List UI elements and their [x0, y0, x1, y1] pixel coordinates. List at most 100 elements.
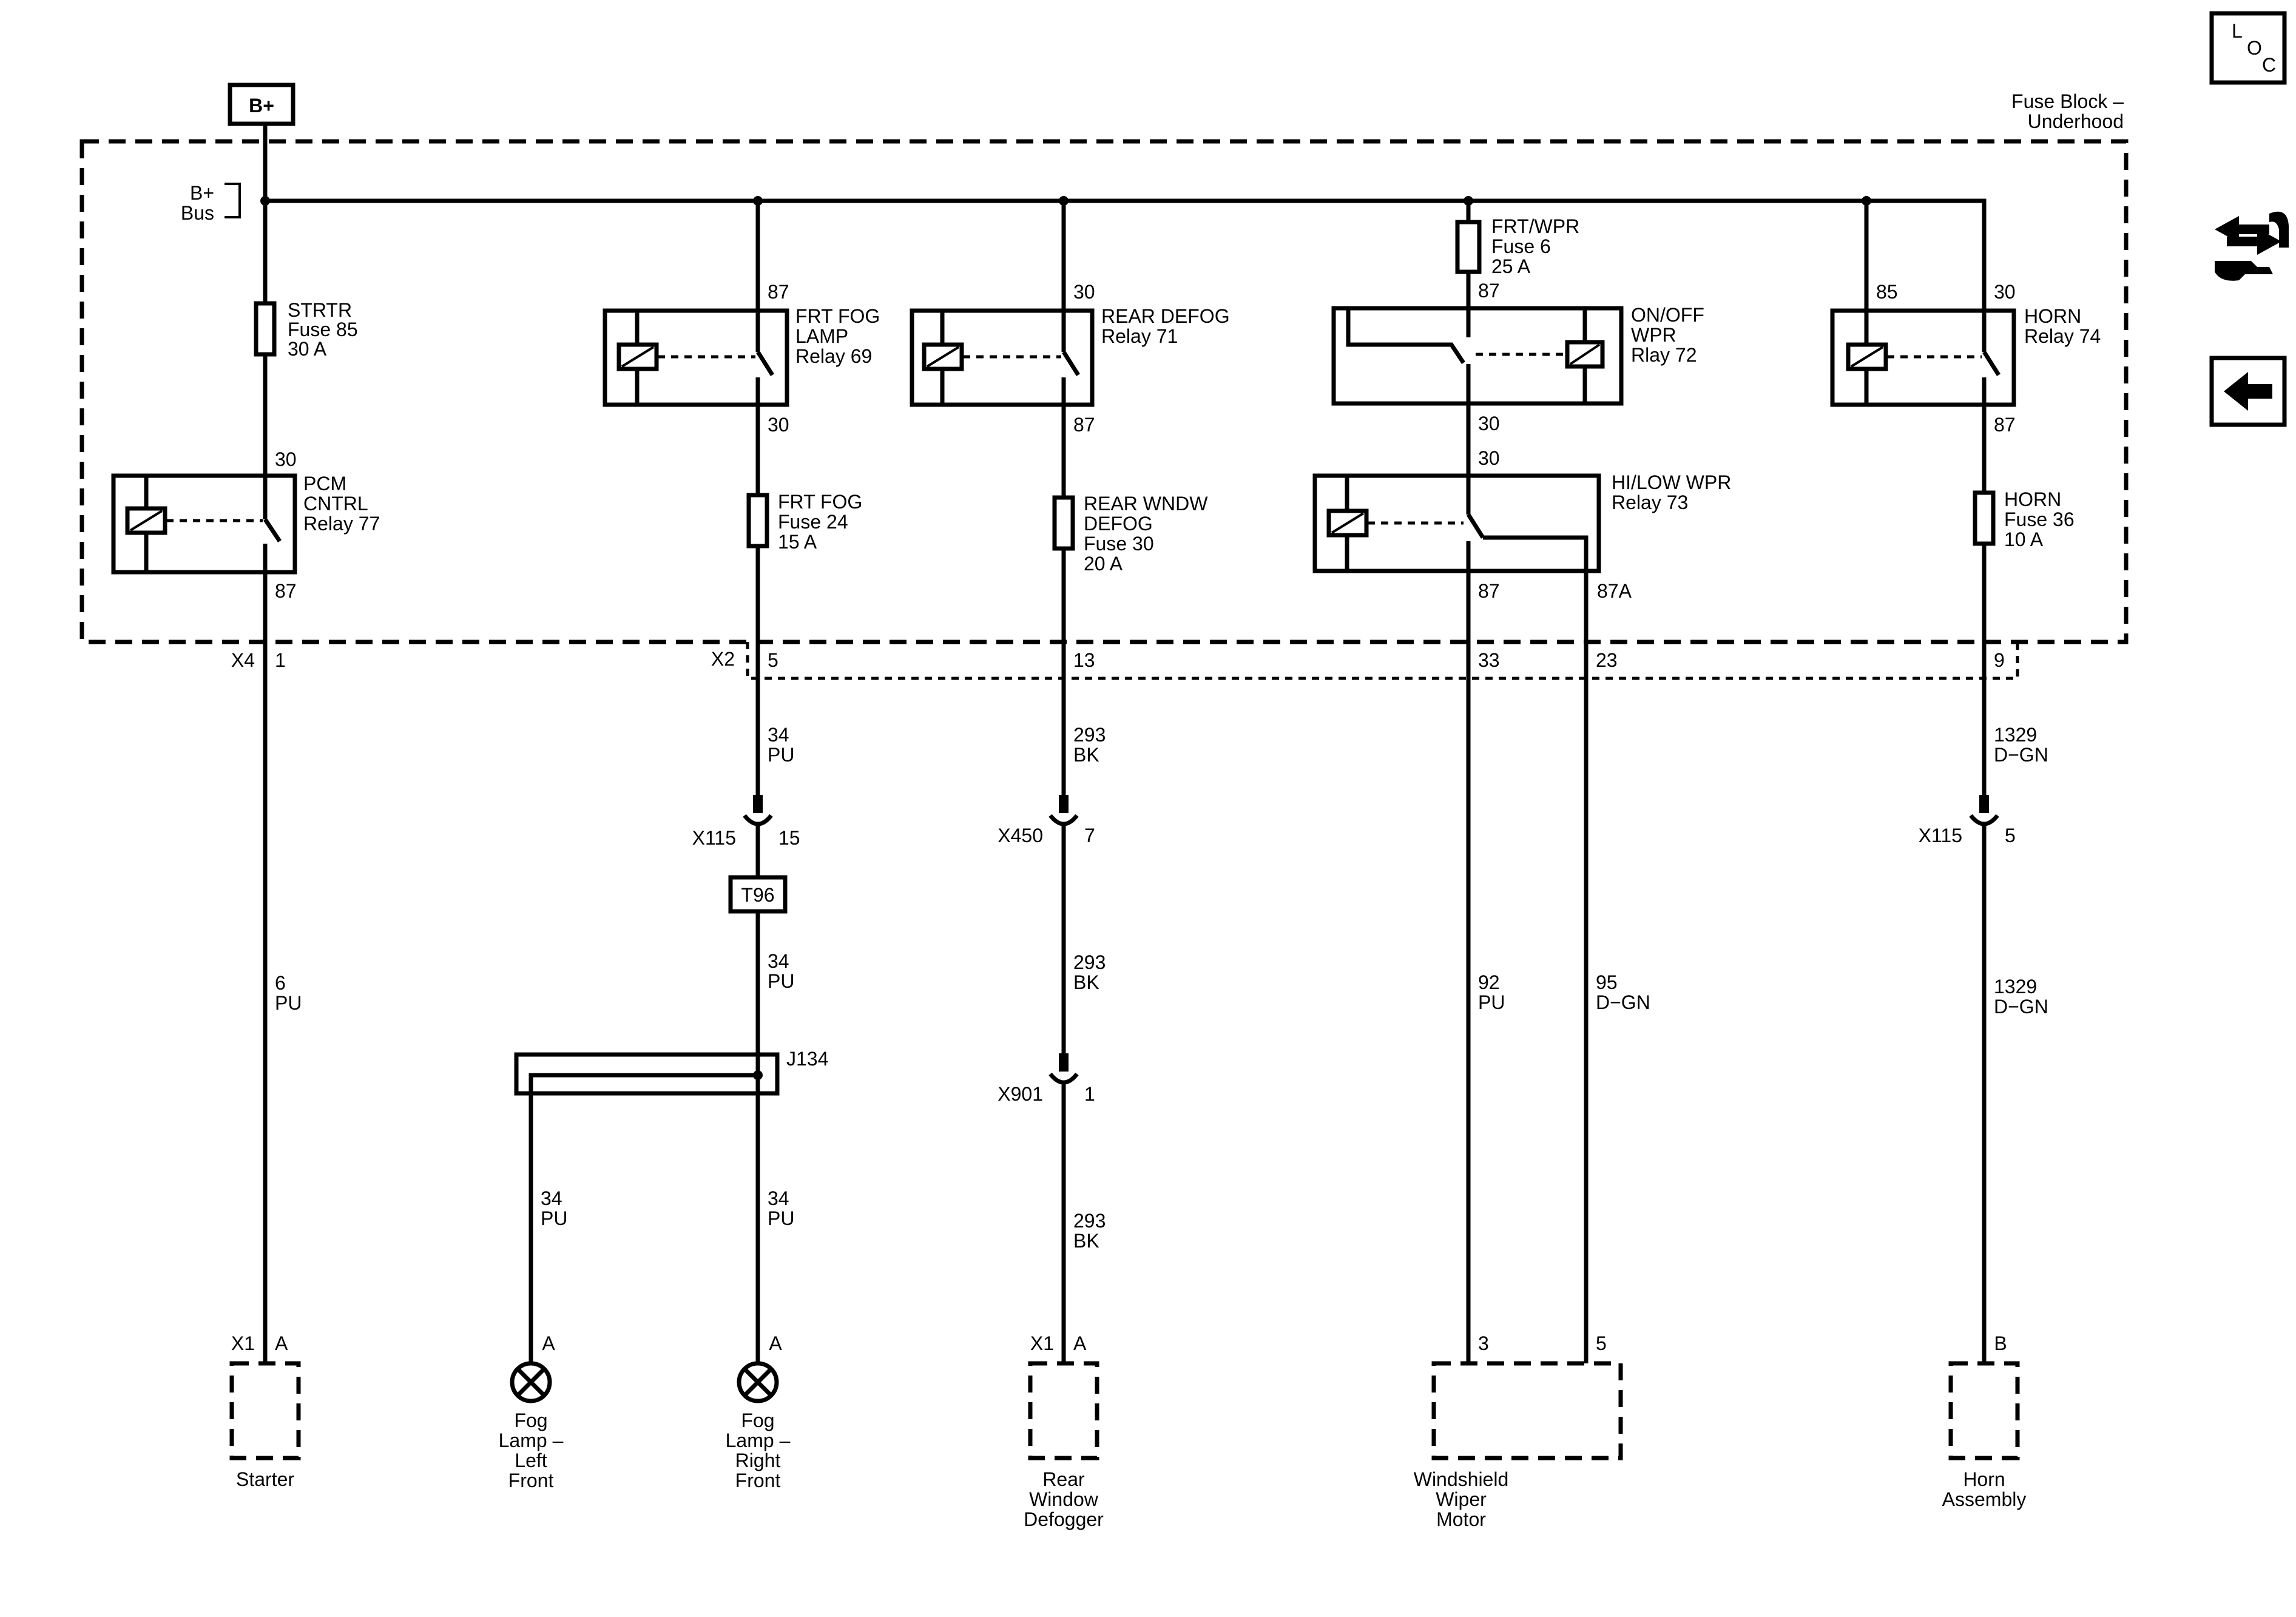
horn-relay [1830, 308, 2016, 407]
svg-text:87A: 87A [1597, 580, 1632, 602]
svg-text:25 A: 25 A [1491, 255, 1531, 277]
svg-text:87: 87 [1994, 414, 2016, 436]
svg-text:Relay 69: Relay 69 [795, 345, 872, 367]
svg-text:Left: Left [515, 1450, 547, 1471]
svg-text:Wiper: Wiper [1436, 1488, 1487, 1510]
svg-text:Lamp –: Lamp – [726, 1430, 791, 1451]
svg-text:HORN: HORN [2024, 305, 2081, 327]
svg-text:Fog: Fog [514, 1409, 547, 1431]
svg-text:HI/LOW WPR: HI/LOW WPR [1612, 471, 1731, 493]
svg-text:9: 9 [1994, 649, 2005, 671]
svg-text:34: 34 [768, 950, 789, 972]
svg-text:X115: X115 [692, 827, 736, 849]
svg-text:PU: PU [768, 744, 794, 766]
b-plus-bus: B+ Bus [181, 124, 1985, 224]
svg-text:Assembly: Assembly [1942, 1488, 2027, 1510]
svg-text:Front: Front [508, 1470, 554, 1491]
svg-text:5: 5 [1596, 1332, 1607, 1354]
svg-text:ON/OFF: ON/OFF [1631, 304, 1704, 326]
svg-text:Rear: Rear [1042, 1468, 1085, 1490]
svg-text:PCM: PCM [303, 473, 346, 495]
svg-text:Fuse 24: Fuse 24 [778, 511, 848, 533]
svg-text:Horn: Horn [1963, 1468, 2005, 1490]
svg-text:Rlay 72: Rlay 72 [1631, 344, 1697, 366]
svg-text:X1: X1 [231, 1332, 255, 1354]
svg-text:30: 30 [768, 414, 789, 436]
svg-text:87: 87 [275, 580, 297, 602]
svg-text:30 A: 30 A [288, 338, 327, 360]
svg-text:PU: PU [768, 970, 794, 992]
svg-text:REAR DEFOG: REAR DEFOG [1101, 305, 1230, 327]
svg-text:BK: BK [1073, 971, 1099, 993]
svg-text:D−GN: D−GN [1994, 996, 2048, 1018]
pcm-cntrl-relay [111, 473, 297, 575]
svg-text:FRT FOG: FRT FOG [778, 491, 862, 513]
svg-text:293: 293 [1073, 1210, 1106, 1232]
svg-text:J134: J134 [786, 1048, 828, 1070]
on-off-wpr-relay [1331, 306, 1624, 406]
svg-text:X115: X115 [1919, 825, 1962, 846]
svg-text:87: 87 [1478, 580, 1500, 602]
svg-text:23: 23 [1596, 649, 1618, 671]
svg-text:33: 33 [1478, 649, 1500, 671]
frt-fog-lamp-relay [603, 308, 789, 407]
location-icon[interactable]: L O C [2209, 11, 2287, 85]
svg-text:293: 293 [1073, 951, 1106, 973]
svg-text:B+: B+ [190, 182, 214, 204]
rear-defog-relay [910, 308, 1095, 407]
frt-fog-fuse [746, 493, 769, 549]
svg-text:1: 1 [275, 649, 286, 671]
svg-text:34: 34 [768, 724, 789, 746]
svg-text:A: A [542, 1332, 555, 1354]
svg-text:30: 30 [1073, 281, 1095, 303]
back-arrow-icon[interactable] [2209, 356, 2287, 427]
horn-circuit: 85 30 HORN Relay 74 87 HORN Fuse 36 10 A… [1830, 198, 2101, 1510]
svg-text:LAMP: LAMP [795, 325, 848, 347]
svg-text:REAR WNDW: REAR WNDW [1084, 493, 1208, 515]
svg-text:D−GN: D−GN [1596, 991, 1650, 1013]
svg-text:Relay 71: Relay 71 [1101, 325, 1178, 347]
svg-text:92: 92 [1478, 971, 1500, 993]
svg-text:1: 1 [1084, 1083, 1095, 1105]
fuse-block-outline [79, 139, 2129, 644]
svg-text:O: O [2247, 37, 2262, 59]
svg-text:Fuse 6: Fuse 6 [1491, 235, 1551, 257]
connector-view-icon[interactable] [2215, 211, 2289, 281]
svg-text:10 A: 10 A [2004, 528, 2044, 550]
horn-fuse [1973, 490, 1996, 546]
svg-text:34: 34 [541, 1187, 562, 1209]
svg-text:7: 7 [1084, 825, 1095, 846]
svg-text:15: 15 [778, 827, 800, 849]
svg-text:B+: B+ [249, 95, 274, 116]
svg-text:87: 87 [768, 281, 789, 303]
hi-low-wpr-relay [1312, 473, 1601, 573]
svg-text:FRT/WPR: FRT/WPR [1491, 215, 1579, 237]
svg-text:1329: 1329 [1994, 976, 2037, 998]
svg-text:95: 95 [1596, 971, 1618, 993]
svg-text:Windshield: Windshield [1414, 1468, 1509, 1490]
svg-text:Relay 73: Relay 73 [1612, 491, 1688, 513]
wiper-circuit: FRT/WPR Fuse 6 25 A 87 ON/OFF WPR Rlay 7… [1312, 201, 1731, 1530]
svg-text:L: L [2232, 20, 2243, 42]
fog-lamp-circuit: 87 FRT FOG LAMP Relay 69 30 FRT FOG Fuse… [499, 201, 880, 1491]
fuse-block-label: Underhood [2028, 110, 2124, 132]
svg-text:87: 87 [1073, 414, 1095, 436]
svg-text:X450: X450 [998, 825, 1043, 846]
svg-text:Relay 77: Relay 77 [303, 513, 380, 535]
svg-text:30: 30 [275, 448, 297, 470]
frt-wpr-fuse [1455, 220, 1482, 274]
svg-text:Relay 74: Relay 74 [2024, 325, 2101, 347]
svg-text:B: B [1994, 1332, 2007, 1354]
svg-text:X4: X4 [231, 649, 255, 671]
rear-wndw-defog-fuse [1052, 495, 1075, 551]
starter-circuit: STRTR Fuse 85 30 A 30 PCM CNTRL Relay 77… [111, 201, 380, 1490]
power-source: B+ [228, 83, 295, 126]
svg-text:FRT FOG: FRT FOG [795, 305, 880, 327]
svg-text:A: A [275, 1332, 288, 1354]
svg-text:1329: 1329 [1994, 724, 2037, 746]
svg-text:T96: T96 [741, 884, 774, 906]
strtr-fuse [254, 301, 277, 357]
svg-text:A: A [1073, 1332, 1087, 1354]
svg-text:STRTR: STRTR [288, 299, 352, 321]
